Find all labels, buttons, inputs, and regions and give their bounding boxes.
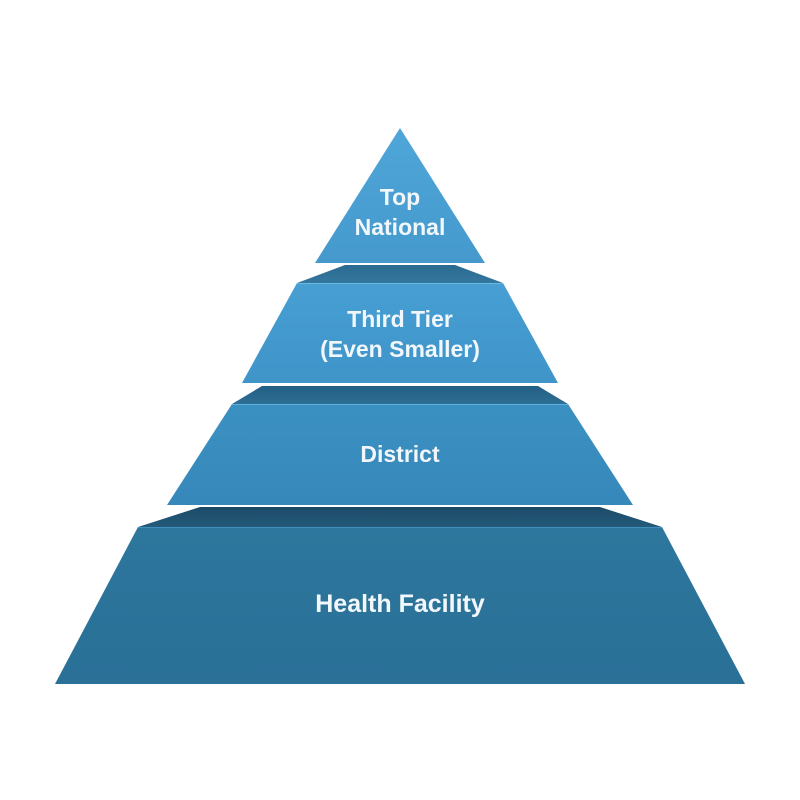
label-line: Top: [379, 184, 421, 210]
label-line: (Even Smaller): [320, 336, 480, 362]
label-line: District: [360, 441, 440, 467]
level-label-district: District: [0, 439, 800, 469]
pyramid-level-district: [167, 404, 633, 505]
pyramid-band-2: [232, 386, 568, 404]
label-line: Third Tier: [347, 306, 453, 332]
label-line: National: [354, 214, 446, 240]
pyramid-level-top: [315, 128, 485, 263]
pyramid-band-1: [297, 265, 503, 283]
level-label-health: Health Facility: [0, 589, 800, 619]
pyramid-level-health: [55, 527, 745, 684]
pyramid-level-third: [242, 283, 558, 383]
label-line: Health Facility: [315, 590, 485, 618]
level-label-third: Third Tier (Even Smaller): [0, 304, 800, 364]
level-label-top: Top National: [0, 182, 800, 242]
pyramid-band-3: [138, 507, 662, 527]
